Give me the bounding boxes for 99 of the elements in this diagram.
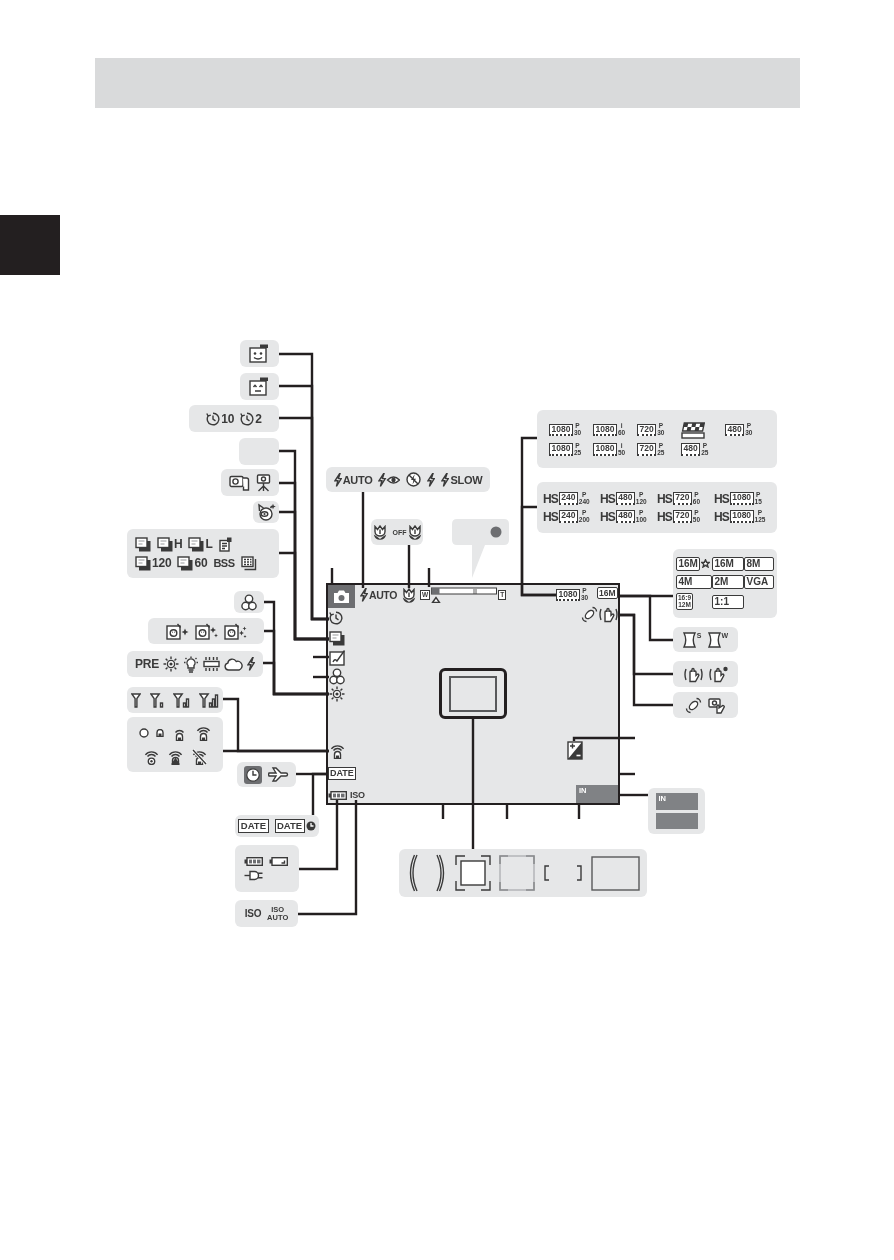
- option-panel: [673, 692, 738, 718]
- image-size-label: 8M: [744, 556, 774, 571]
- leader-line: [618, 613, 673, 707]
- resolution-label: 720: [637, 423, 657, 437]
- option-panel: [673, 549, 777, 618]
- leader-line: [505, 805, 509, 819]
- leader-line: [361, 492, 365, 588]
- leader-line: [313, 655, 329, 659]
- date-label: DATE: [274, 819, 305, 833]
- setting-label: HS: [714, 509, 729, 524]
- resolution-label: 1080: [549, 423, 573, 437]
- option-panel: [371, 519, 423, 545]
- setting-label: 2: [255, 411, 262, 426]
- date-label: DATE: [238, 819, 269, 833]
- option-panel: [127, 529, 279, 578]
- resolution-label: 720: [672, 492, 692, 505]
- resolution-label: 720: [637, 443, 657, 456]
- resolution-label: 480: [681, 443, 701, 456]
- option-panel: [673, 627, 738, 652]
- leader-line: [313, 675, 329, 679]
- setting-label: HS: [657, 509, 672, 524]
- setting-label: 120: [152, 556, 172, 570]
- setting-label: BSS: [213, 557, 235, 569]
- option-panel: [240, 340, 279, 367]
- option-panel: [239, 438, 279, 465]
- setting-label: 60: [194, 556, 208, 570]
- setting-label: L: [205, 537, 213, 551]
- option-panel: [537, 410, 777, 468]
- option-panel: [127, 687, 223, 713]
- setting-label: ISO: [244, 908, 262, 919]
- option-panel: [235, 900, 298, 927]
- option-panel: [240, 373, 279, 400]
- setting-label: HS: [714, 491, 729, 506]
- option-panel: [648, 788, 705, 834]
- option-panel: [127, 717, 223, 772]
- setting-label: HS: [543, 491, 558, 506]
- leader-line: [618, 793, 648, 797]
- leader-line: [572, 736, 635, 741]
- leader-line: [299, 800, 339, 871]
- option-panel: [127, 651, 263, 677]
- setting-label: AUTO: [342, 473, 373, 486]
- resolution-label: 240: [558, 510, 578, 523]
- monitor-screen: [326, 583, 620, 805]
- resolution-label: 480: [725, 423, 745, 437]
- leader-line: [407, 545, 411, 588]
- leader-line: [263, 661, 329, 696]
- setting-label: HS: [600, 491, 615, 506]
- image-size-label: 2M: [712, 574, 744, 589]
- image-size-label: 16M: [597, 587, 618, 599]
- leader-line: [330, 568, 334, 585]
- option-panel: [237, 762, 296, 787]
- resolution-label: 1080: [729, 492, 754, 505]
- date-label: DATE: [328, 767, 356, 780]
- resolution-label: 480: [615, 510, 635, 523]
- resolution-label: 1080: [729, 510, 754, 523]
- setting-label: HS: [657, 491, 672, 506]
- resolution-label: 240: [558, 492, 578, 505]
- setting-label: ISO: [350, 790, 365, 800]
- leader-line: [311, 772, 328, 815]
- image-size-label: 16M: [676, 556, 701, 571]
- image-size-label: 16M: [712, 556, 744, 571]
- option-panel: [326, 467, 490, 492]
- setting-label: 10: [221, 411, 235, 426]
- setting-label: HS: [600, 509, 615, 524]
- resolution-label: 1080: [593, 443, 617, 456]
- option-panel: [235, 845, 299, 892]
- leader-line: [441, 805, 445, 819]
- leader-line: [279, 551, 329, 641]
- option-panel: [148, 618, 264, 644]
- option-panel: [673, 661, 738, 687]
- option-panel: [234, 591, 264, 613]
- memory-indicator: [576, 785, 618, 803]
- resolution-label: 480: [615, 492, 635, 505]
- leader-line: [427, 568, 431, 587]
- leader-line: [620, 772, 635, 776]
- option-panel: [399, 849, 647, 897]
- setting-label: HS: [543, 509, 558, 524]
- option-panel: [221, 469, 279, 496]
- resolution-label: 1080: [549, 443, 573, 456]
- resolution-label: 1080: [556, 588, 580, 602]
- leader-line: [617, 594, 673, 642]
- leader-line: [577, 803, 581, 819]
- leader-line: [471, 719, 475, 849]
- leader-line: [298, 800, 358, 916]
- option-panel: [235, 815, 319, 837]
- resolution-label: 720: [672, 510, 692, 523]
- setting-label: AUTO: [369, 589, 397, 601]
- leader-line: [520, 505, 556, 597]
- resolution-label: 1080: [593, 423, 617, 437]
- setting-label: PRE: [134, 657, 160, 671]
- image-size-label: VGA: [744, 574, 774, 589]
- image-size-label: 4M: [676, 574, 712, 589]
- image-size-label: 1:1: [712, 594, 744, 609]
- option-panel: [189, 405, 279, 432]
- leader-line: [223, 749, 329, 753]
- setting-label: SLOW: [450, 473, 483, 486]
- focus-frame: [439, 668, 507, 719]
- option-panel: [537, 482, 777, 533]
- setting-label: H: [174, 537, 183, 551]
